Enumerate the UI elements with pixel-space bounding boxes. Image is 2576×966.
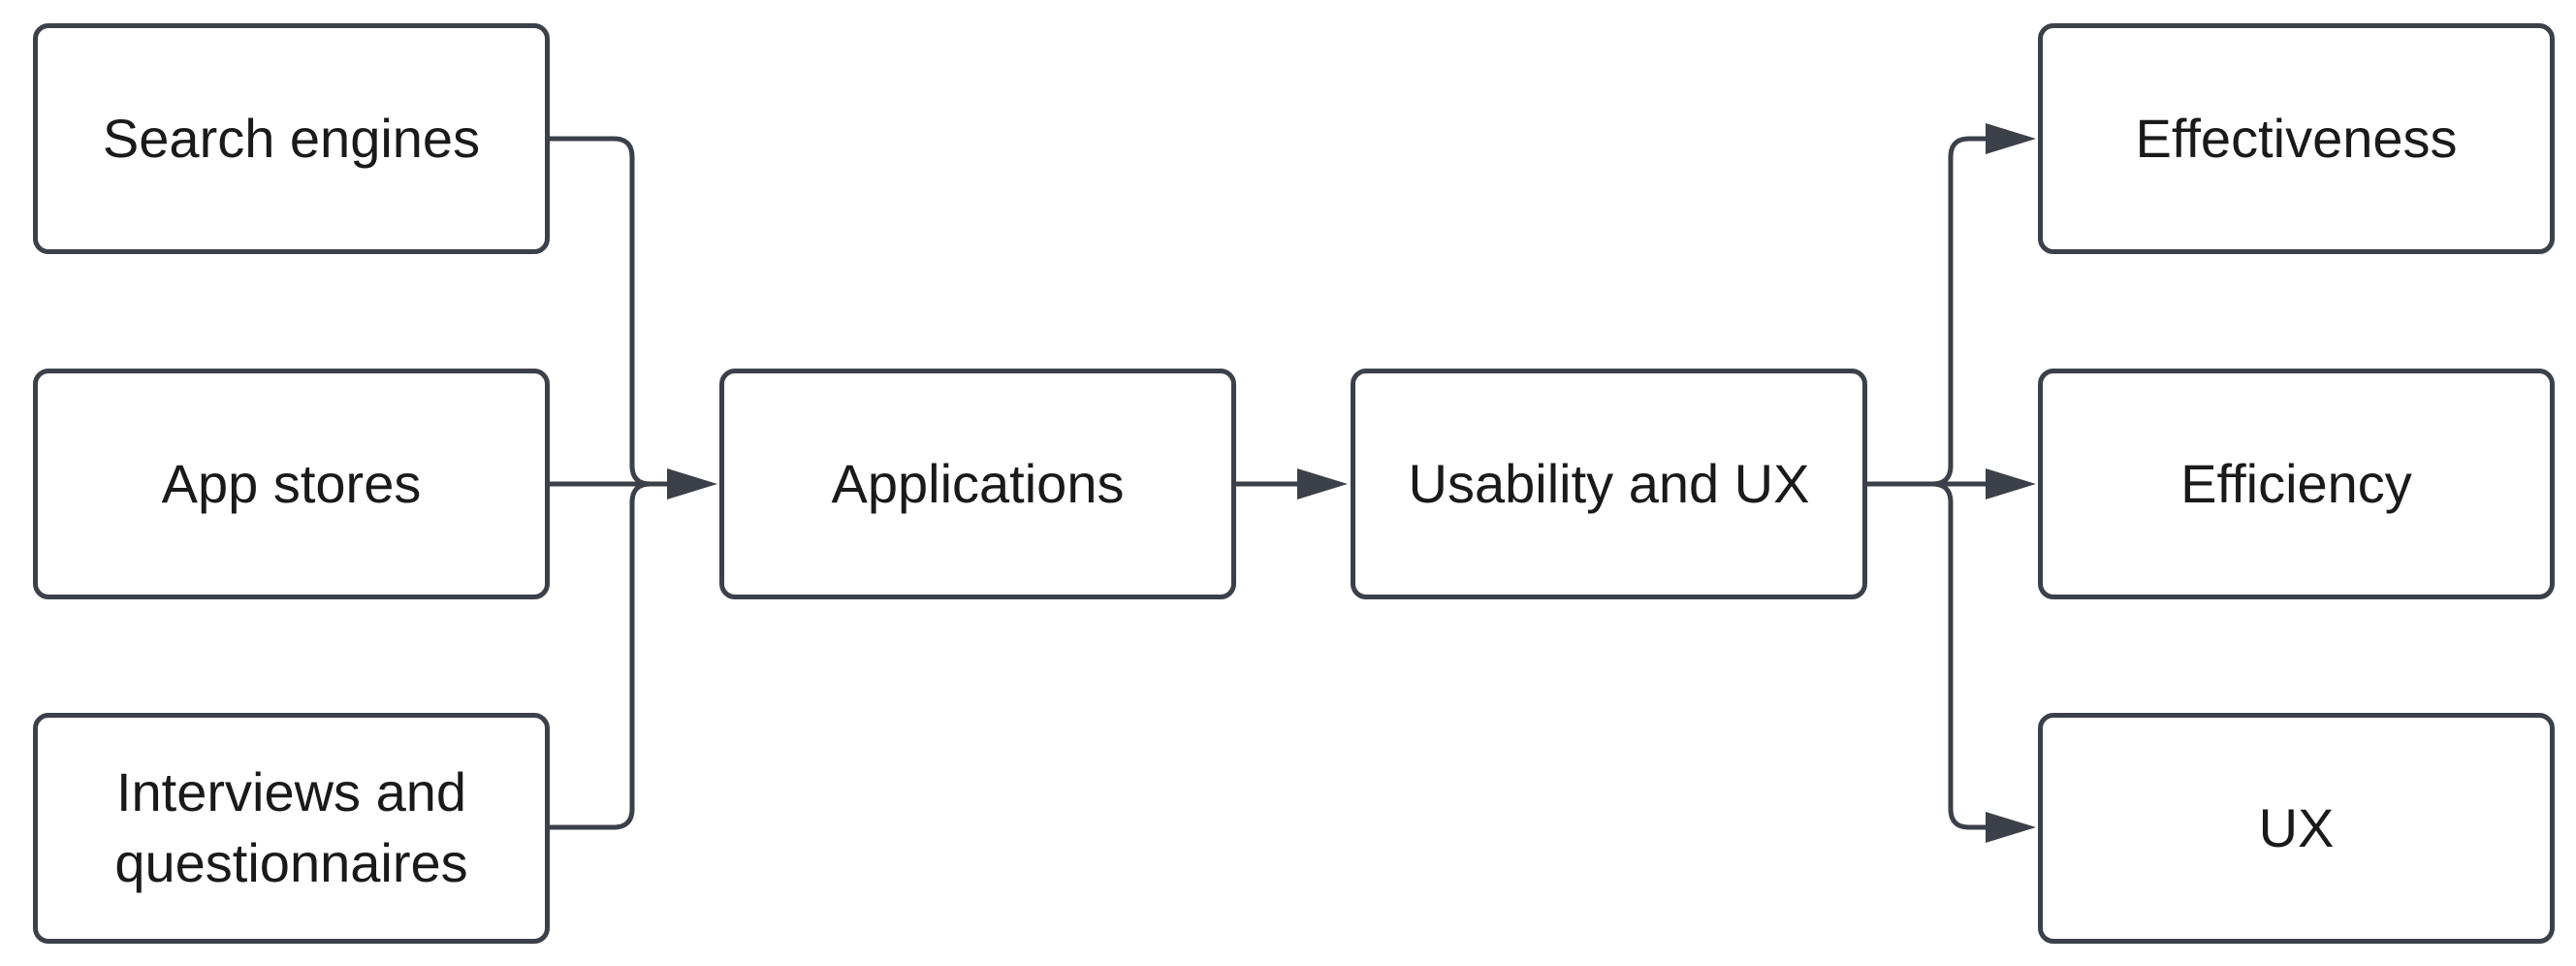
node-effectiveness: Effectiveness xyxy=(2038,23,2555,254)
node-efficiency: Efficiency xyxy=(2038,369,2555,599)
arrowhead-into-usability xyxy=(1297,468,1348,499)
arrowhead-into-efficiency xyxy=(1986,468,2036,499)
arrowhead-into-applications xyxy=(667,468,717,499)
connector-usability-to-effectiveness xyxy=(1867,136,1988,487)
node-usability-and-ux: Usability and UX xyxy=(1351,369,1867,599)
connector-usability-to-ux xyxy=(1867,481,1988,830)
node-usability-and-ux-label: Usability and UX xyxy=(1408,452,1810,514)
connector-interviews-to-applications xyxy=(550,481,669,830)
node-applications-label: Applications xyxy=(831,452,1125,514)
node-interviews-questionnaires: Interviews and questionnaires xyxy=(33,713,550,944)
node-efficiency-label: Efficiency xyxy=(2180,452,2412,514)
arrowhead-into-effectiveness xyxy=(1986,123,2036,154)
node-effectiveness-label: Effectiveness xyxy=(2135,107,2458,169)
node-app-stores: App stores xyxy=(33,369,550,599)
node-ux-label: UX xyxy=(2258,796,2335,858)
node-applications: Applications xyxy=(719,369,1236,599)
node-app-stores-label: App stores xyxy=(161,452,422,514)
arrowhead-into-ux xyxy=(1986,812,2036,843)
node-ux: UX xyxy=(2038,713,2555,944)
node-search-engines: Search engines xyxy=(33,23,550,254)
node-interviews-label-line2: questionnaires xyxy=(114,832,468,893)
node-search-engines-label: Search engines xyxy=(102,107,481,169)
node-interviews-label-line1: Interviews and xyxy=(115,761,467,823)
connector-search-engines-to-applications xyxy=(550,136,669,487)
